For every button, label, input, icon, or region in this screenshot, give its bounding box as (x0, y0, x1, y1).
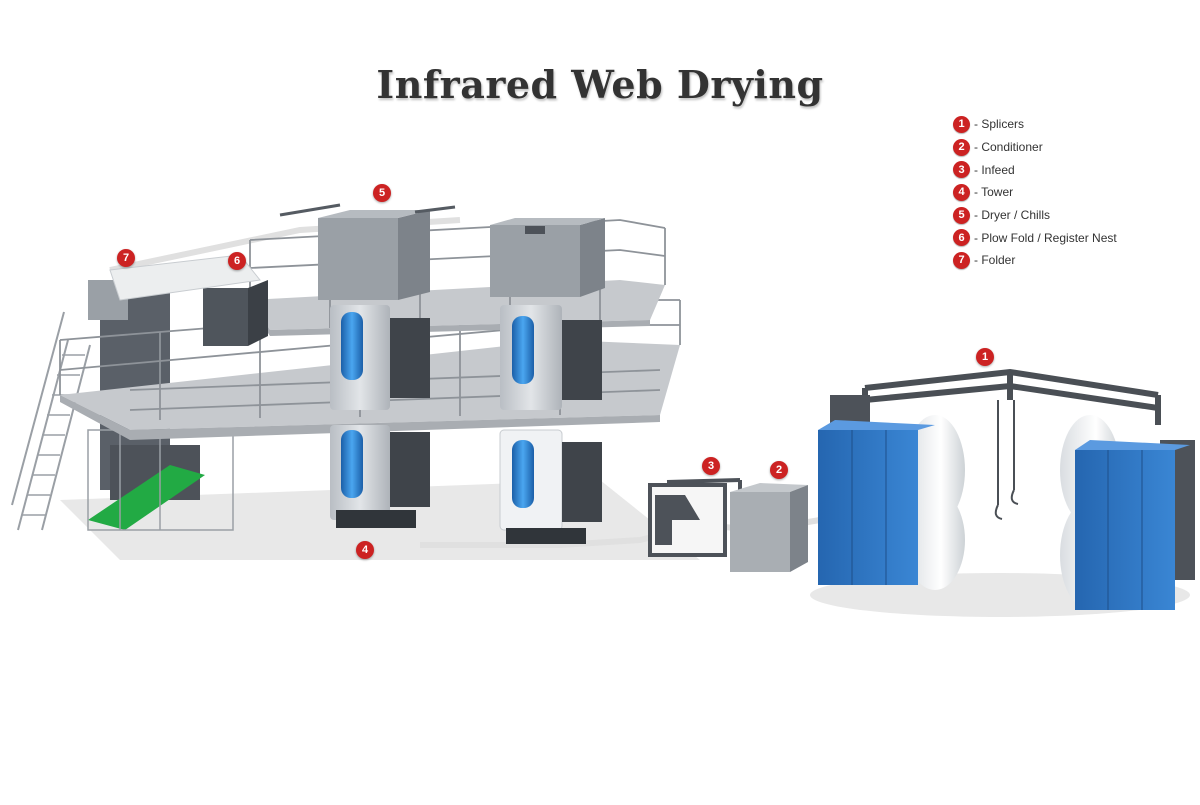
legend-item-plow-fold: 6 - Plow Fold / Register Nest (953, 226, 1117, 249)
marker-plow-fold: 6 (228, 252, 246, 270)
legend-item-tower: 4 - Tower (953, 181, 1117, 204)
legend-number-badge: 5 (953, 206, 970, 224)
staircase (11, 311, 91, 531)
marker-infeed: 3 (702, 457, 720, 475)
legend-label: - Conditioner (974, 140, 1043, 155)
diagram-title: Infrared Web Drying (376, 62, 824, 107)
legend-item-splicers: 1 - Splicers (953, 113, 1117, 136)
conditioner-unit (730, 483, 808, 572)
legend-item-infeed: 3 - Infeed (953, 158, 1117, 181)
legend-number-badge: 1 (953, 115, 970, 133)
legend-number-badge: 7 (953, 251, 970, 269)
legend-label: - Dryer / Chills (974, 208, 1051, 223)
plow-fold-unit (109, 254, 268, 346)
infeed-unit (648, 478, 742, 557)
marker-tower: 4 (356, 541, 374, 559)
legend-label: - Infeed (974, 162, 1015, 177)
legend-item-folder: 7 - Folder (953, 249, 1117, 272)
dryer-units (279, 203, 605, 300)
legend-number-badge: 6 (953, 229, 970, 247)
printing-towers (330, 305, 602, 544)
legend-label: - Splicers (974, 117, 1025, 132)
marker-splicers: 1 (976, 348, 994, 366)
marker-folder: 7 (117, 249, 135, 267)
legend-item-dryer-chills: 5 - Dryer / Chills (953, 204, 1117, 227)
legend-label: - Plow Fold / Register Nest (974, 230, 1117, 245)
legend-label: - Folder (974, 253, 1016, 268)
marker-dryer-chills: 5 (373, 184, 391, 202)
splicer-units (818, 395, 1195, 610)
legend-number-badge: 2 (953, 138, 970, 156)
legend-label: - Tower (974, 185, 1014, 200)
legend-number-badge: 4 (953, 183, 970, 201)
marker-conditioner: 2 (770, 461, 788, 479)
floor-shadows (60, 480, 1190, 617)
legend: 1 - Splicers 2 - Conditioner 3 - Infeed … (953, 113, 1117, 272)
legend-number-badge: 3 (953, 161, 970, 179)
legend-item-conditioner: 2 - Conditioner (953, 136, 1117, 159)
